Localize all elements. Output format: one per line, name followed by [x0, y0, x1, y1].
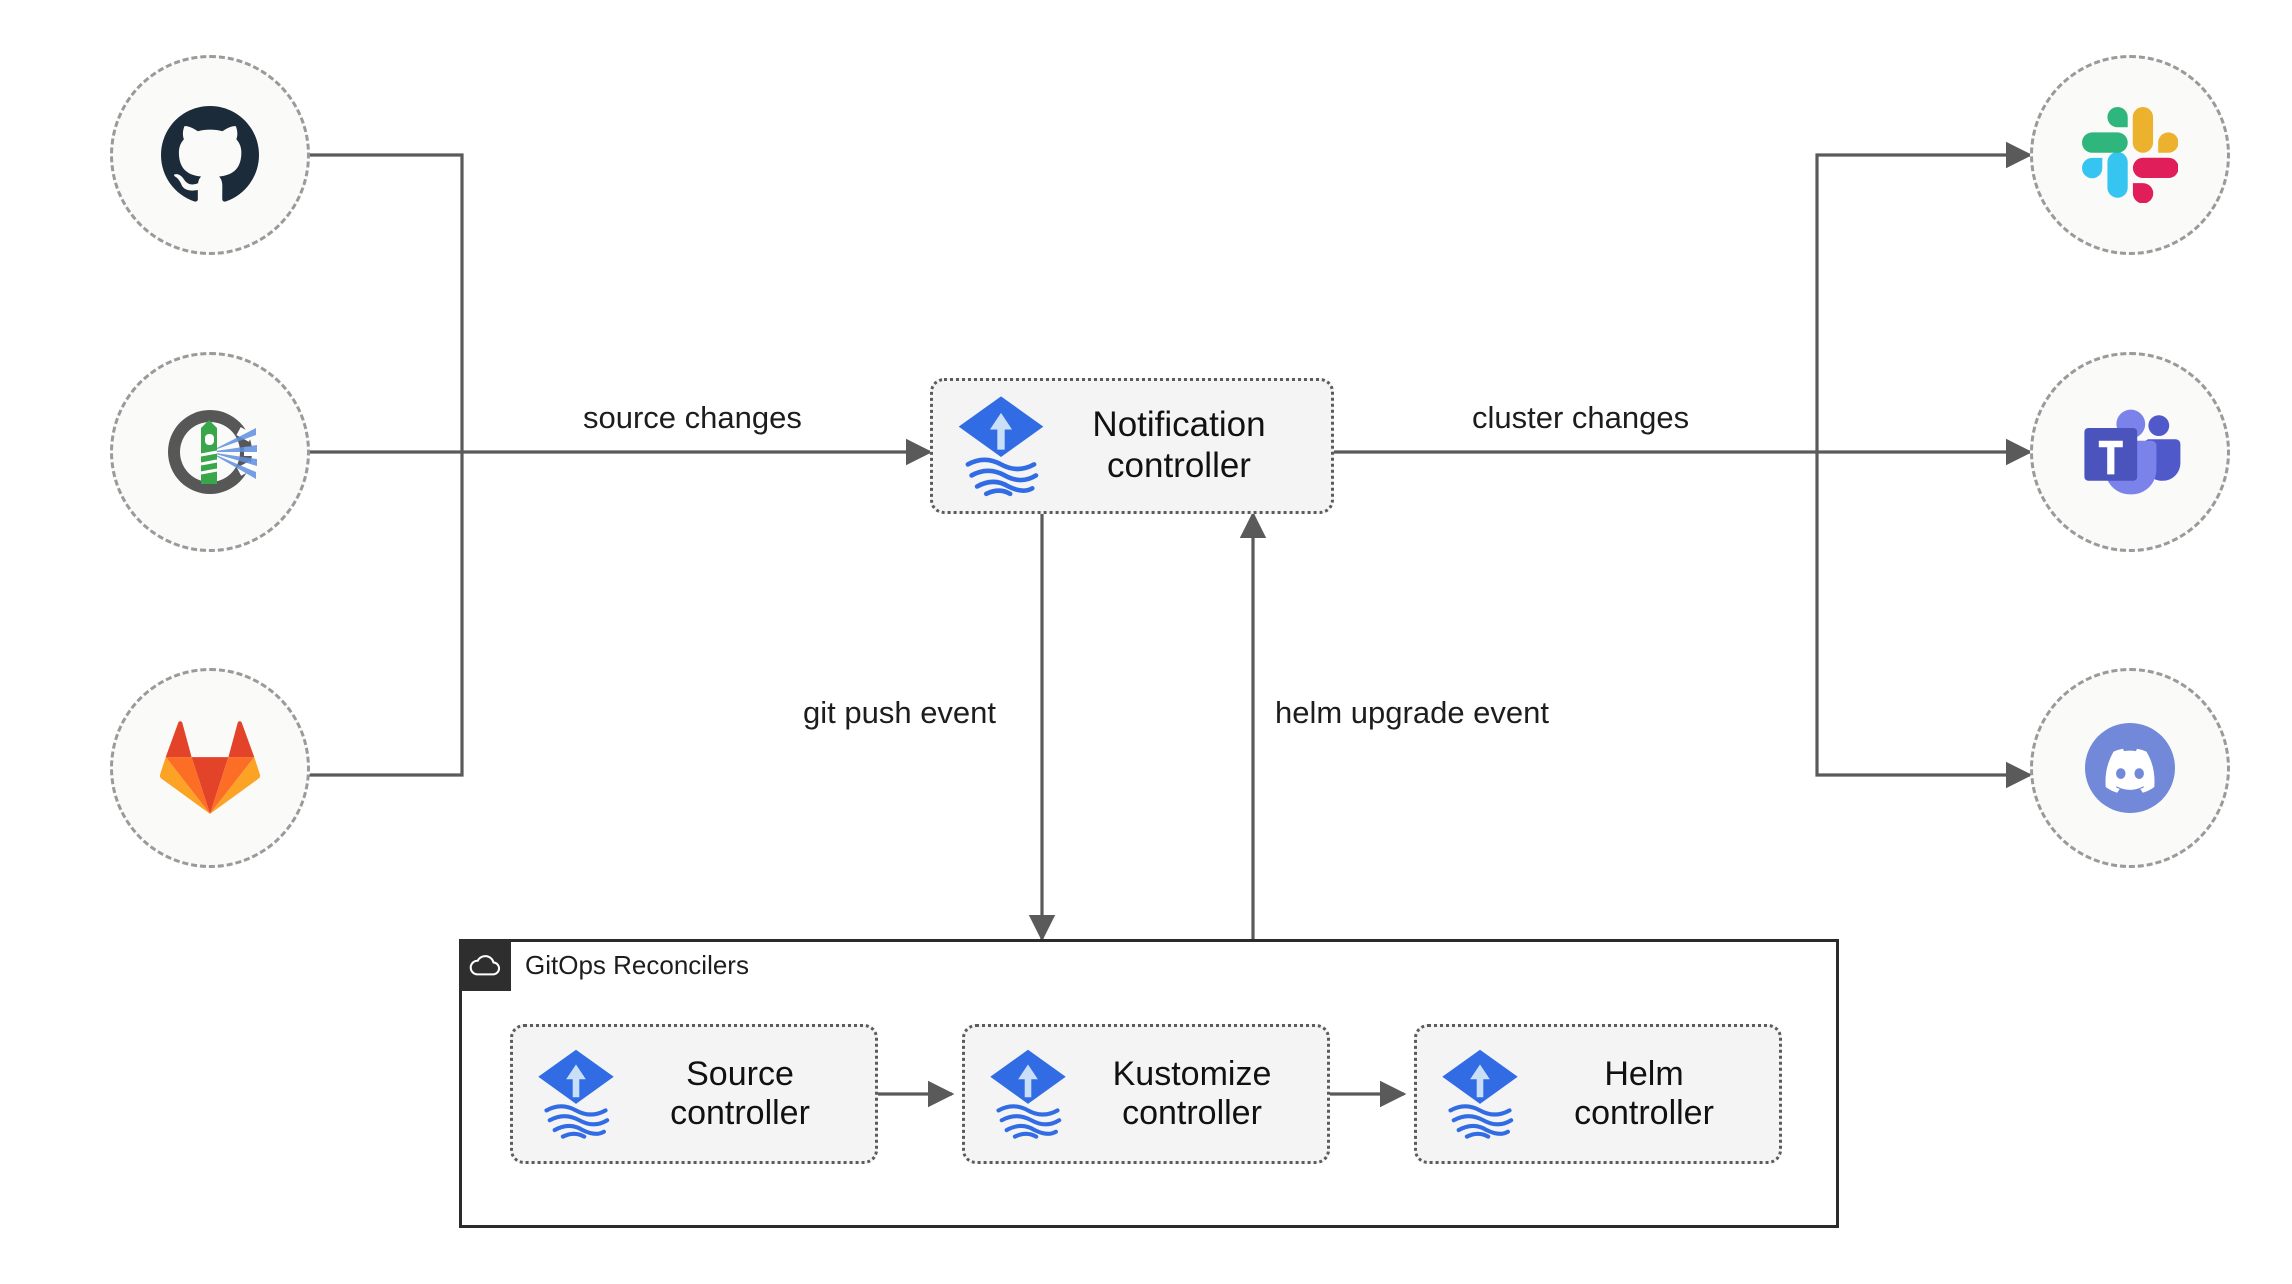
- kustomize-controller-label: Kustomize controller: [1112, 1054, 1272, 1132]
- wire-cluster-changes-slack: [1815, 141, 2033, 452]
- destination-slack[interactable]: [2030, 55, 2230, 255]
- destination-microsoft-teams[interactable]: [2030, 352, 2230, 552]
- edge-label-helm-upgrade-event: helm upgrade event: [1275, 695, 1550, 730]
- edge-label-git-push-event: git push event: [803, 695, 997, 730]
- gitops-reconcilers-title: GitOps Reconcilers: [525, 949, 749, 980]
- cloud-icon: [469, 955, 501, 976]
- helm-icon: [168, 410, 258, 494]
- source-helm-repository[interactable]: [110, 352, 310, 552]
- flux-icon: [1442, 1049, 1518, 1139]
- notification-controller-node[interactable]: Notification controller: [930, 378, 1334, 514]
- source-controller-node[interactable]: Source controller: [510, 1024, 878, 1164]
- source-controller-label: Source controller: [670, 1054, 810, 1132]
- notification-controller-label: Notification controller: [1092, 405, 1266, 485]
- discord-icon: [2085, 723, 2175, 813]
- source-github[interactable]: [110, 55, 310, 255]
- gitlab-icon: [159, 721, 261, 814]
- edge-label-cluster-changes: cluster changes: [1472, 400, 1690, 435]
- helm-controller-label: Helm controller: [1574, 1054, 1714, 1132]
- destination-discord[interactable]: [2030, 668, 2230, 868]
- source-gitlab[interactable]: [110, 668, 310, 868]
- cloud-badge: [459, 939, 511, 991]
- wire-cluster-changes-discord: [1815, 452, 2033, 789]
- kustomize-controller-node[interactable]: Kustomize controller: [962, 1024, 1330, 1164]
- flux-icon: [538, 1049, 614, 1139]
- gitops-reconcilers-group: [459, 939, 1839, 1228]
- flux-icon: [958, 396, 1044, 497]
- helm-controller-node[interactable]: Helm controller: [1414, 1024, 1782, 1164]
- github-icon: [161, 106, 259, 202]
- flux-icon: [990, 1049, 1066, 1139]
- gitops-reconcilers-header: GitOps Reconcilers: [459, 939, 749, 991]
- slack-icon: [2082, 107, 2178, 203]
- microsoft-teams-icon: [2084, 409, 2181, 495]
- edge-label-source-changes: source changes: [583, 400, 802, 435]
